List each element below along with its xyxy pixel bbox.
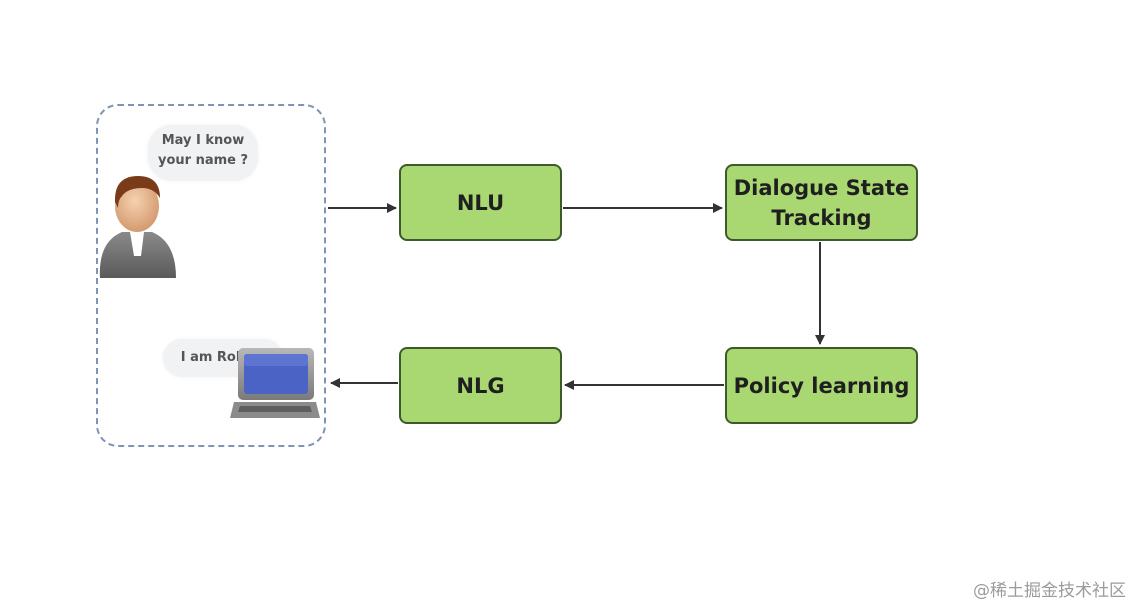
policy-label: Policy learning (733, 373, 910, 398)
policy-learning-node: Policy learning (725, 347, 918, 424)
nlg-node: NLG (399, 347, 562, 424)
watermark: @稀土掘金技术社区 (973, 581, 1126, 601)
nlg-label: NLG (456, 373, 505, 398)
dst-label-line-1: Dialogue State (733, 175, 910, 200)
user-speech-line-2: your name ? (157, 153, 249, 168)
user-speech-bubble: May I know your name ? (148, 125, 258, 181)
dst-label-line-2: Tracking (771, 205, 872, 230)
user-robot-panel (96, 104, 326, 447)
nlu-node: NLU (399, 164, 562, 241)
user-avatar-icon (99, 176, 176, 278)
nlu-label: NLU (456, 190, 505, 215)
dialogue-state-tracking-node: Dialogue State Tracking (725, 164, 918, 241)
computer-monitor-icon (230, 348, 320, 418)
user-speech-line-1: May I know (161, 133, 245, 148)
